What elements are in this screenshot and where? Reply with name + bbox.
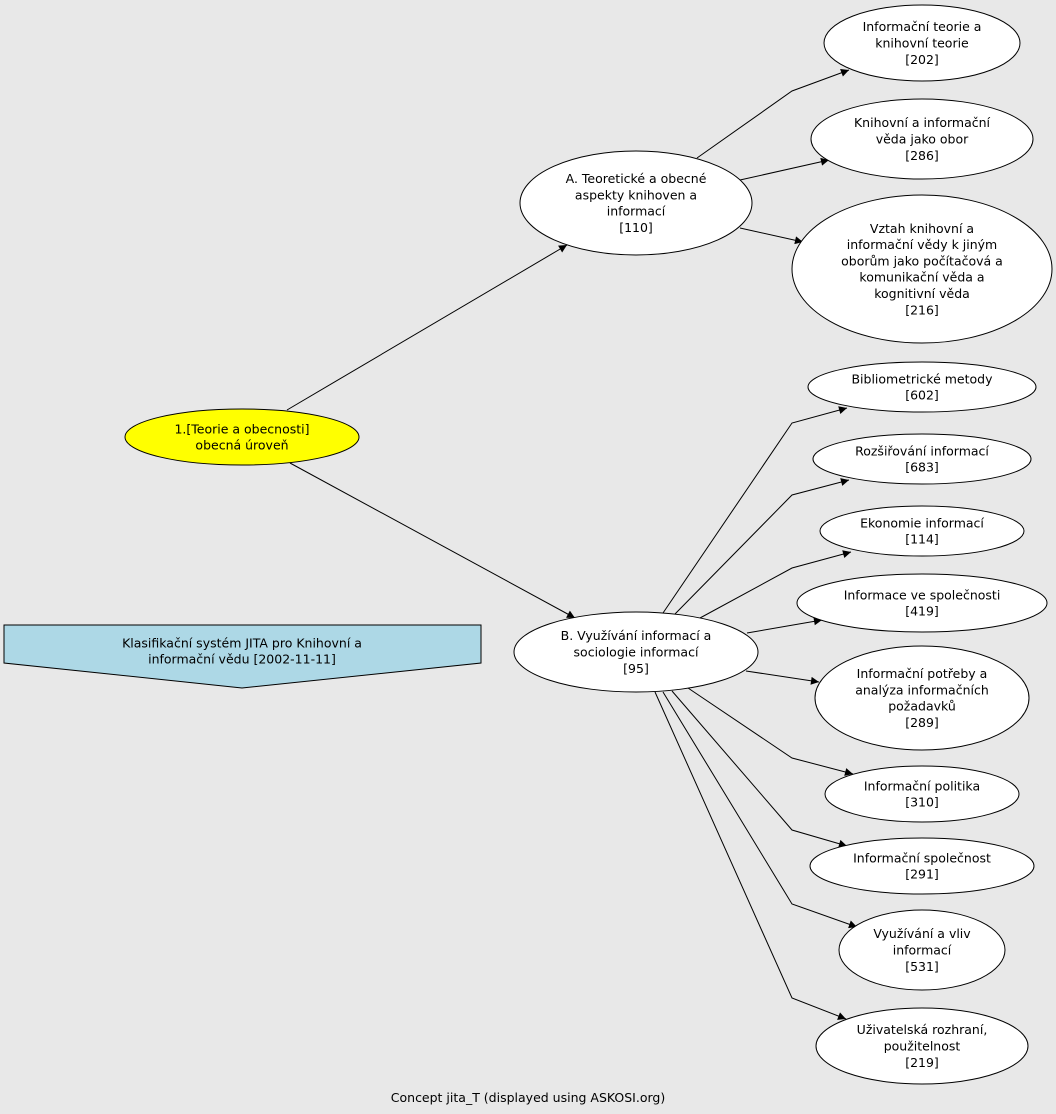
- leaf-node-line: [216]: [905, 302, 939, 317]
- leaf-node-line: věda jako obor: [876, 132, 969, 147]
- branch-node-1[interactable]: [513, 611, 759, 693]
- leaf-node-line: Informační společnost: [853, 850, 991, 865]
- edge-branch-1-child-6: [671, 690, 848, 848]
- branch-node-1-line: [95]: [623, 661, 649, 676]
- leaf-node-line: Informace ve společnosti: [844, 587, 1001, 602]
- leaf-node[interactable]: [810, 98, 1034, 180]
- edge-root-to-branch-1: [289, 462, 576, 619]
- title-banner-line: informační vědu [2002-11-11]: [148, 652, 336, 667]
- footer-caption: Concept jita_T (displayed using ASKOSI.o…: [391, 1090, 665, 1105]
- leaf-node-line: [419]: [905, 604, 939, 619]
- leaf-node-line: [202]: [905, 52, 939, 67]
- leaf-node-line: použitelnost: [884, 1039, 961, 1054]
- root-node-line: 1.[Teorie a obecnosti]: [174, 421, 309, 436]
- leaf-node[interactable]: [791, 194, 1053, 344]
- branch-node-0-line: A. Teoretické a obecné: [566, 171, 707, 186]
- nodes-layer: 1.[Teorie a obecnosti] obecná úroveň A. Te…: [124, 4, 1053, 1085]
- leaf-node-line: požadavků: [888, 699, 956, 714]
- leaf-node-line: [602]: [905, 388, 939, 403]
- leaf-node[interactable]: [812, 433, 1032, 485]
- branch-node-1-line: sociologie informací: [574, 645, 699, 660]
- leaf-node-line: [289]: [905, 715, 939, 730]
- leaf-node[interactable]: [796, 573, 1048, 633]
- edge-branch-1-child-0: [662, 406, 848, 614]
- edge-branch-1-child-1: [674, 478, 850, 615]
- leaf-node-line: Vztah knihovní a: [870, 221, 974, 236]
- leaf-node-line: Využívání a vliv: [873, 926, 971, 941]
- title-banner: [3, 624, 482, 689]
- leaf-node[interactable]: [824, 765, 1020, 823]
- branch-node-0[interactable]: [519, 150, 753, 256]
- root-node[interactable]: [124, 408, 360, 466]
- leaf-node[interactable]: [819, 505, 1025, 557]
- leaf-node-line: Informační politika: [864, 778, 980, 793]
- edge-branch-1-child-4: [745, 670, 820, 685]
- leaf-node-line: [683]: [905, 460, 939, 475]
- edges-layer: [286, 69, 858, 1020]
- leaf-node[interactable]: [838, 909, 1006, 991]
- leaf-node[interactable]: [809, 837, 1035, 895]
- branch-node-0-line: informací: [607, 204, 666, 219]
- branch-node-1-line: B. Využívání informací a: [561, 628, 712, 643]
- leaf-node[interactable]: [814, 645, 1030, 751]
- leaf-node-line: kognitivní věda: [874, 286, 970, 301]
- leaf-node-line: [291]: [905, 867, 939, 882]
- leaf-node-line: Bibliometrické metody: [851, 371, 993, 386]
- leaf-node-line: [219]: [905, 1055, 939, 1070]
- leaf-node-line: analýza informačních: [855, 682, 989, 697]
- leaf-node-line: [531]: [905, 959, 939, 974]
- leaf-node-line: knihovní teorie: [875, 36, 969, 51]
- leaf-node-line: Knihovní a informační: [854, 115, 991, 130]
- leaf-node-line: [310]: [905, 795, 939, 810]
- edge-branch-0-child-0: [696, 69, 850, 159]
- edge-branch-0-child-2: [739, 227, 804, 245]
- banner-layer: Klasifikační systém JITA pro Knihovní a i…: [3, 624, 482, 689]
- edge-root-to-branch-0: [286, 244, 568, 411]
- leaf-node[interactable]: [815, 1007, 1029, 1085]
- leaf-node-line: [114]: [905, 532, 939, 547]
- title-banner-line: Klasifikační systém JITA pro Knihovní a: [122, 635, 362, 650]
- edge-branch-1-child-8: [654, 691, 847, 1020]
- leaf-node[interactable]: [807, 361, 1037, 413]
- leaf-node-line: informační vědy k jiným: [847, 237, 998, 252]
- leaf-node-line: Informační teorie a: [863, 19, 982, 34]
- edge-branch-1-child-2: [699, 550, 852, 619]
- branch-node-0-line: [110]: [619, 220, 653, 235]
- leaf-node-line: Informační potřeby a: [857, 666, 988, 681]
- leaf-node-line: Rozšiřování informací: [855, 443, 989, 458]
- branch-node-0-line: aspekty knihoven a: [575, 187, 697, 202]
- leaf-node[interactable]: [823, 4, 1021, 82]
- edge-branch-0-child-1: [739, 157, 830, 181]
- leaf-node-line: Uživatelská rozhraní,: [857, 1022, 988, 1037]
- root-node-line: obecná úroveň: [195, 438, 288, 453]
- leaf-node-line: oborům jako počítačová a: [841, 253, 1003, 268]
- leaf-node-line: informací: [893, 943, 952, 958]
- leaf-node-line: komunikační věda a: [859, 270, 984, 285]
- edge-branch-1-child-7: [662, 691, 858, 929]
- edge-branch-1-child-5: [687, 687, 854, 776]
- edge-branch-1-child-3: [746, 617, 823, 634]
- leaf-node-line: Ekonomie informací: [860, 515, 984, 530]
- leaf-node-line: [286]: [905, 148, 939, 163]
